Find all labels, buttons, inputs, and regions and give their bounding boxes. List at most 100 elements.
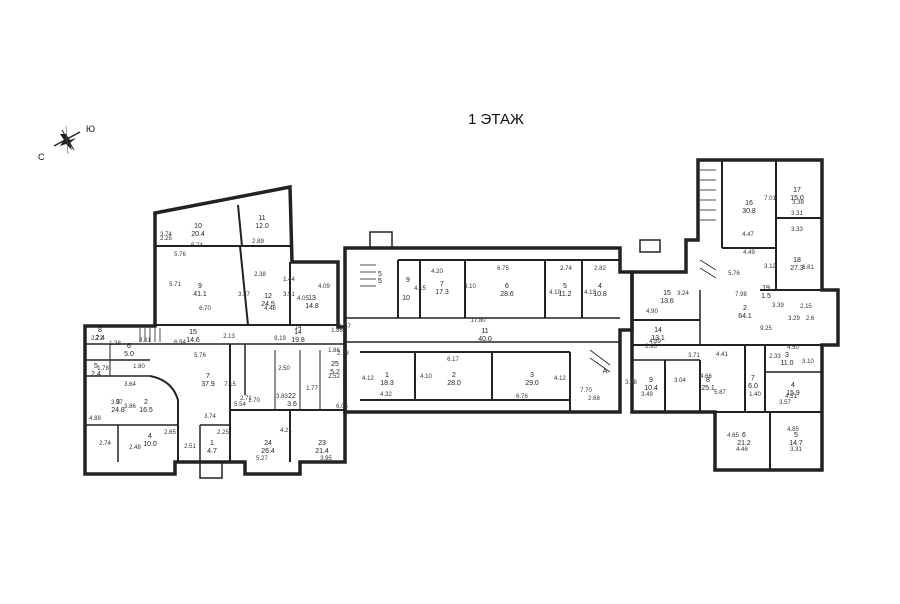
dimension-label: 3.95: [320, 456, 332, 462]
dimension-label: 3.39: [772, 303, 784, 309]
room-number: 3: [116, 399, 120, 406]
dimension-label: 2.6: [806, 316, 815, 322]
dimension-label: 2.25: [217, 430, 229, 436]
room-area: 10.8: [593, 291, 607, 298]
dimension-label: 4.10: [549, 290, 561, 296]
room-area: 14.6: [186, 337, 200, 344]
room-area: 3.6: [287, 401, 297, 408]
dimension-label: 3.74: [204, 414, 216, 420]
dimension-label: 4.48: [264, 306, 276, 312]
dimension-label: 2.74: [560, 266, 572, 272]
dimension-label: 3.61: [139, 338, 151, 344]
dimension-label: 2.82: [594, 266, 606, 272]
dimension-label: 6.94: [174, 340, 186, 346]
room-area: 2.4: [95, 335, 105, 342]
dimension-label: 6.76: [516, 394, 528, 400]
dimension-label: 4.47: [742, 232, 754, 238]
room-number: 4: [791, 382, 795, 389]
dimension-label: 2.89: [252, 239, 264, 245]
room-number: 18: [793, 257, 801, 264]
dimension-label: 3.83: [276, 394, 288, 400]
dimension-label: 2.15: [800, 304, 812, 310]
room-number: 16: [745, 200, 753, 207]
dimension-label: 6.81: [802, 265, 814, 271]
room-number: 22: [288, 393, 296, 400]
dimension-label: 3.10: [802, 359, 814, 365]
dimension-label: 3.71: [688, 353, 700, 359]
dimension-label: 6.05: [336, 404, 348, 410]
dimension-label: 4.09: [318, 284, 330, 290]
room-area: 5.0: [124, 351, 134, 358]
room-area: 40.0: [478, 336, 492, 343]
dimension-label: 1.80: [133, 364, 145, 370]
room-number: 3: [530, 372, 534, 379]
room-area: 10.0: [143, 441, 157, 448]
dimension-label: 4.66: [700, 374, 712, 380]
room-area: 28.6: [500, 291, 514, 298]
room-number: 25: [331, 361, 339, 368]
dimension-label: 2.74: [99, 441, 111, 447]
dimension-label: 2.71: [240, 396, 252, 402]
dimension-label: 3.86: [124, 404, 136, 410]
dimension-label: 4.21: [280, 428, 292, 434]
room-number: 8: [706, 377, 710, 384]
room-area: 4.7: [207, 448, 217, 455]
dimension-label: 4.51: [785, 394, 797, 400]
dimension-label: 4.05: [297, 296, 309, 302]
room-number: 15: [189, 329, 197, 336]
room-area: 27.3: [790, 265, 804, 272]
room-number: 5: [563, 283, 567, 290]
room-number: 5: [378, 271, 382, 278]
room-area: 11.0: [780, 360, 793, 367]
room-number: 6: [505, 283, 509, 290]
dimension-label: 3.31: [791, 211, 803, 217]
room-number: 10: [402, 295, 410, 302]
dimension-label: 5.76: [174, 252, 186, 258]
room-number: 9: [198, 283, 202, 290]
dimension-label: 1.40: [749, 392, 761, 398]
room-number: 4: [598, 283, 602, 290]
dimension-label: 2.52: [328, 374, 340, 380]
dimension-label: 3.33: [791, 227, 803, 233]
dimension-label: 4.13: [584, 290, 596, 296]
right-wing: [630, 158, 840, 472]
room-number: 1: [210, 440, 214, 447]
dimension-label: 4.12: [362, 376, 374, 382]
room-number: 9: [406, 277, 410, 284]
room-area: 1.5: [761, 293, 771, 300]
room-number: 23: [318, 440, 326, 447]
dimension-label: 2.51: [184, 444, 196, 450]
room-area: 5.2: [330, 369, 340, 376]
dimension-label: 5.54: [234, 402, 246, 408]
room-area: 10.4: [644, 385, 658, 392]
room-area: 24.5: [261, 301, 275, 308]
room-area: 28.0: [447, 380, 461, 387]
room-area: 6.0: [748, 383, 758, 390]
room-number: 13: [308, 295, 316, 302]
dimension-label: 3.04: [674, 378, 686, 384]
dimension-label: 3.29: [788, 316, 800, 322]
room-area: 64.1: [738, 313, 752, 320]
room-area: 2.4: [91, 371, 101, 378]
room-area: 14.8: [305, 303, 319, 310]
dimension-label: 2.25: [160, 236, 172, 242]
dimension-label: 7.98: [735, 292, 747, 298]
dimension-label: 2.48: [129, 445, 141, 451]
room-number: 6: [127, 343, 131, 350]
dimension-label: 14: [295, 325, 302, 331]
room-number: 6: [742, 432, 746, 439]
room-area: 19.8: [291, 337, 305, 344]
dimension-label: 2.38: [254, 272, 266, 278]
dimension-label: 3.74: [160, 232, 172, 238]
dimension-label: 3.12: [764, 264, 776, 270]
dimension-label: 1.86: [331, 328, 343, 334]
room-area: 13.1: [651, 335, 665, 342]
room-number: 14: [294, 329, 302, 336]
room-area: 18.3: [380, 380, 394, 387]
dimension-label: 9.19: [274, 336, 286, 342]
room-area: 12.0: [255, 223, 269, 230]
room-area: 16.5: [139, 407, 153, 414]
room-number: 12: [264, 293, 272, 300]
room-area: 11.2: [558, 291, 571, 298]
